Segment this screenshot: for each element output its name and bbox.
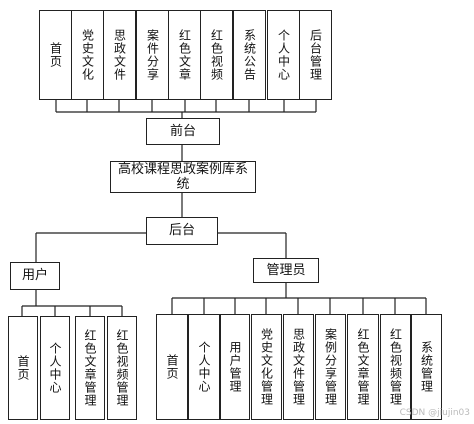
user-module-red-article-mgmt: 红色文章管理 [75, 316, 105, 420]
admin-node: 管理员 [253, 258, 319, 283]
frontend-module-red-articles: 红色文章 [168, 10, 201, 100]
admin-module-party-history-mgmt: 党史文化管理 [251, 314, 282, 420]
frontend-module-home: 首页 [39, 10, 72, 100]
frontend-module-personal-center: 个人中心 [267, 10, 300, 100]
system-root-node: 高校课程思政案例库系统 [110, 161, 256, 193]
frontend-module-case-sharing: 案件分享 [136, 10, 169, 100]
user-module-red-video-mgmt: 红色视频管理 [107, 316, 137, 420]
frontend-node: 前台 [146, 118, 220, 145]
user-module-personal-center: 个人中心 [40, 316, 70, 420]
admin-module-system-mgmt: 系统管理 [411, 314, 442, 420]
frontend-module-backend-admin: 后台管理 [299, 10, 332, 100]
admin-module-red-video-mgmt: 红色视频管理 [380, 314, 411, 420]
admin-module-personal-center: 个人中心 [188, 314, 220, 420]
admin-module-user-mgmt: 用户管理 [220, 314, 250, 420]
user-node: 用户 [10, 262, 60, 290]
user-module-home: 首页 [8, 316, 38, 420]
admin-module-case-sharing-mgmt: 案例分享管理 [315, 314, 346, 420]
frontend-module-red-videos: 红色视频 [200, 10, 233, 100]
backend-node: 后台 [146, 217, 218, 245]
frontend-module-party-history: 党史文化 [71, 10, 104, 100]
admin-module-home: 首页 [156, 314, 188, 420]
frontend-module-ideology-files: 思政文件 [103, 10, 136, 100]
frontend-module-announcements: 系统公告 [233, 10, 266, 100]
admin-module-red-article-mgmt: 红色文章管理 [347, 314, 379, 420]
admin-module-ideology-files-mgmt: 思政文件管理 [283, 314, 314, 420]
watermark: CSDN @jiujin03 [399, 408, 470, 418]
